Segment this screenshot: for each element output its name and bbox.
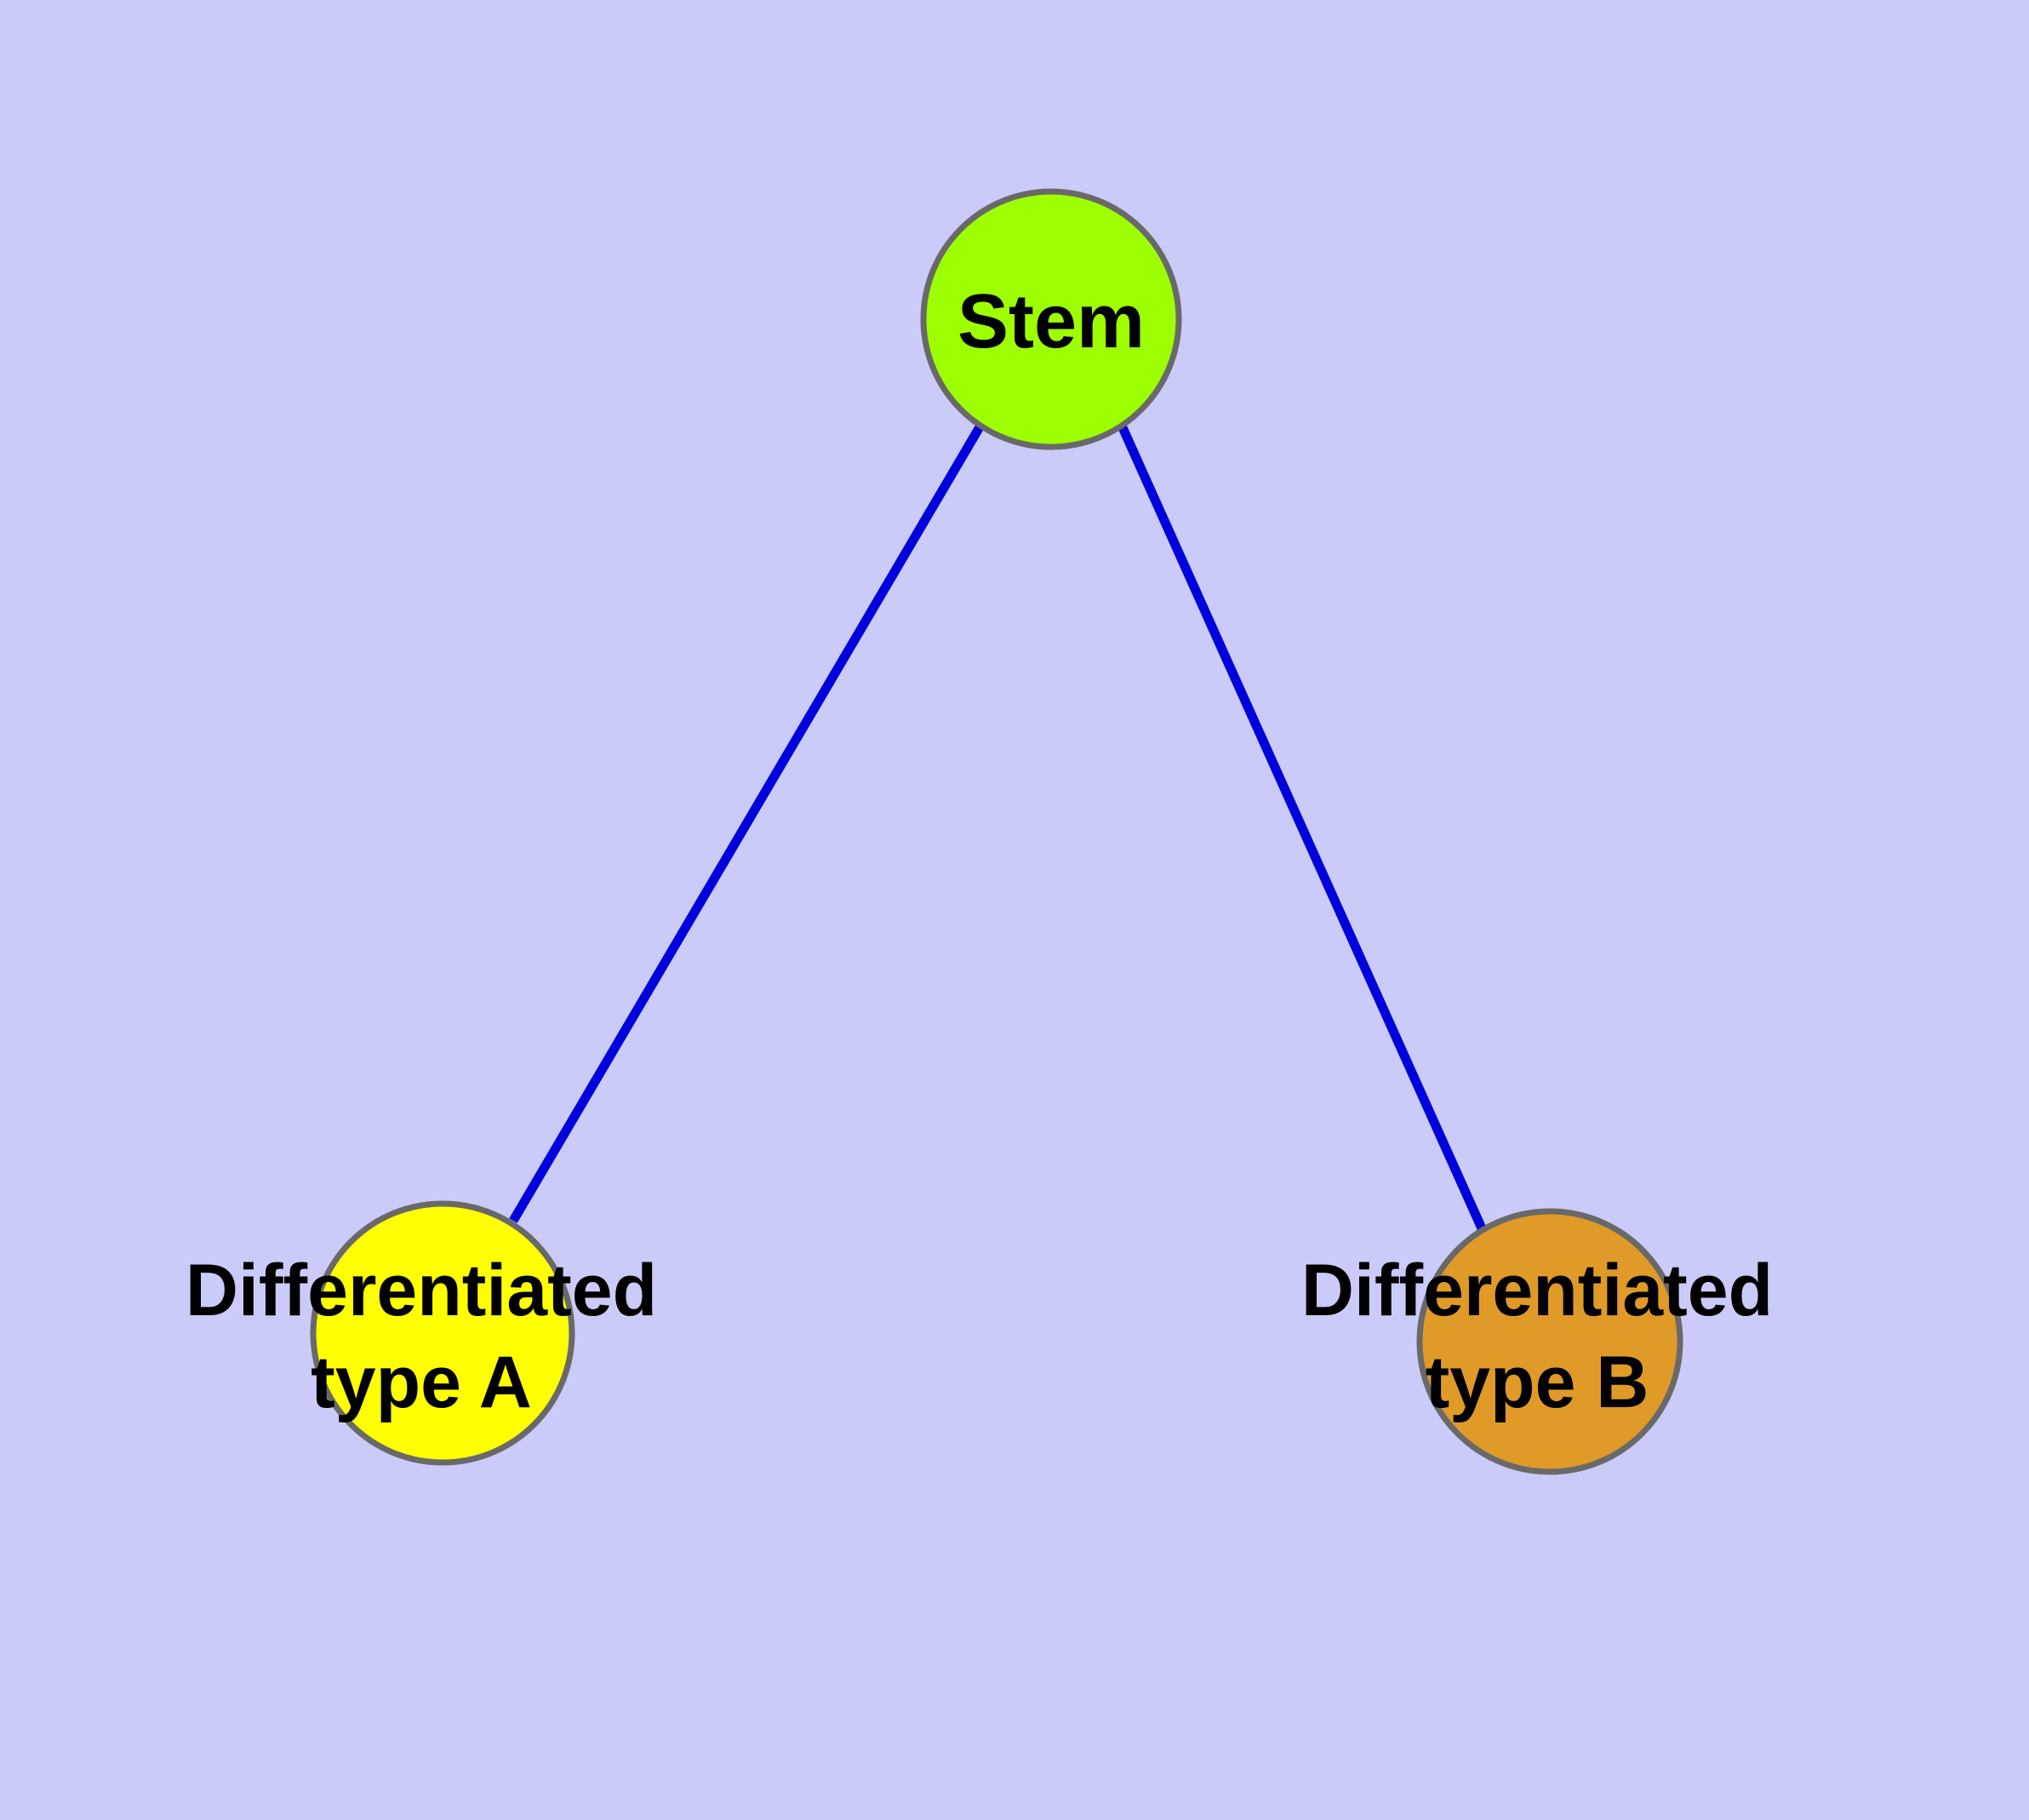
node-circle-diff-b[interactable] — [1416, 1208, 1683, 1475]
graph-edge-stem-to-diff-a[interactable] — [509, 423, 985, 1223]
node-label-line: type B — [1426, 1342, 1649, 1423]
edges-layer — [509, 423, 1487, 1231]
graph-edge-stem-to-diff-b[interactable] — [1117, 423, 1487, 1231]
graph-node-diff-b[interactable]: Differentiated type B — [1301, 1208, 1773, 1475]
node-label-diff-b: Differentiated type B — [1301, 1250, 1773, 1423]
graph-node-stem[interactable]: Stem — [920, 188, 1182, 450]
node-label-diff-a: Differentiated type A — [186, 1250, 657, 1423]
node-label-line: Differentiated — [186, 1250, 657, 1331]
graph-node-diff-a[interactable]: Differentiated type A — [186, 1200, 657, 1466]
node-label-stem: Stem — [957, 279, 1145, 364]
node-label-line: Stem — [957, 279, 1145, 364]
node-circle-stem[interactable] — [920, 188, 1182, 450]
node-label-line: Differentiated — [1301, 1250, 1773, 1331]
node-circle-diff-a[interactable] — [310, 1200, 575, 1466]
node-label-line: type A — [311, 1342, 532, 1423]
